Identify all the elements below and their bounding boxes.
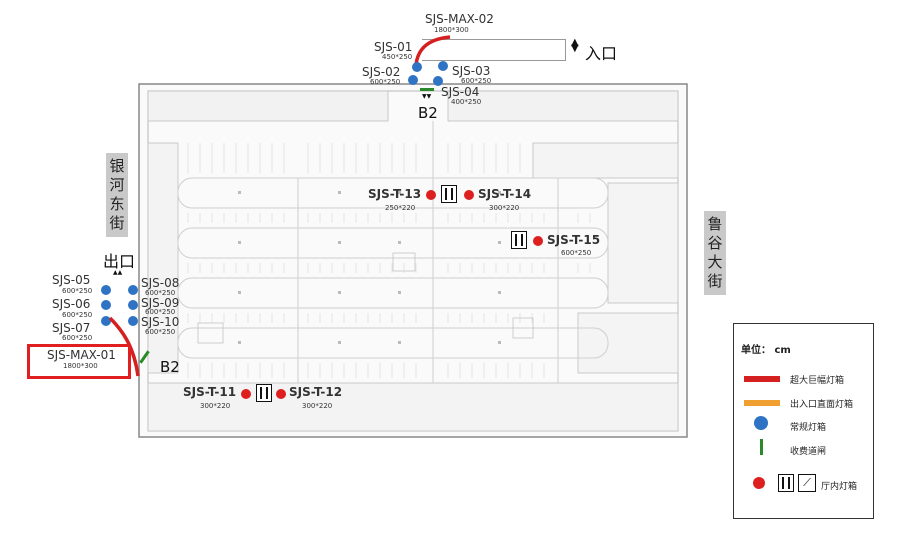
legend-regular-swatch	[754, 416, 768, 430]
legend-item-toll: 收费道闸	[790, 447, 827, 457]
t14-size: 300*220	[489, 204, 520, 212]
s04-name: SJS-04	[441, 85, 480, 99]
legend-item-hall: 厅内灯箱	[821, 482, 858, 492]
s01-size: 450*250	[382, 53, 413, 61]
s09-lightbox-dot[interactable]	[128, 300, 138, 310]
s09-name: SJS-09	[141, 296, 180, 310]
legend-escalator-icon	[778, 474, 794, 492]
entrance-arrows-icon: ▲▼	[571, 37, 579, 54]
legend-item-entrance: 出入口直面灯箱	[790, 400, 854, 410]
legend-toll-swatch	[760, 439, 763, 455]
t11-name: SJS-T-11	[183, 385, 237, 399]
s09-size: 600*250	[145, 308, 176, 316]
s08-size: 600*250	[145, 289, 176, 297]
exit-arrows-icon: ▲▲	[113, 269, 123, 276]
s05-size: 600*250	[62, 287, 93, 295]
s01-name: SJS-01	[374, 40, 413, 54]
max02-size: 1800*300	[434, 26, 469, 34]
s03-size: 600*250	[461, 77, 492, 85]
s02-name: SJS-02	[362, 65, 401, 79]
legend-item-max: 超大巨幅灯箱	[790, 376, 845, 386]
max01-name: SJS-MAX-01	[47, 348, 116, 362]
escalator-icon	[256, 384, 272, 402]
t13-size: 250*220	[385, 204, 416, 212]
s07-name: SJS-07	[52, 321, 91, 335]
max02-name: SJS-MAX-02	[425, 12, 494, 26]
legend-stairs-icon: ⟋	[798, 474, 816, 492]
down-arrows-top-icon: ▼▼	[422, 93, 432, 100]
s03-name: SJS-03	[452, 64, 491, 78]
max01-lightbox-arc	[108, 316, 140, 377]
t15-lightbox-dot[interactable]	[533, 236, 543, 246]
s07-size: 600*250	[62, 334, 93, 342]
entrance-ramp	[422, 39, 566, 61]
s04-lightbox-dot[interactable]	[433, 76, 443, 86]
t14-name: SJS-T-14	[478, 187, 532, 201]
escalator-icon	[441, 185, 457, 203]
legend-hall-dot-swatch	[753, 477, 765, 489]
s10-name: SJS-10	[141, 315, 180, 329]
t13-lightbox-dot[interactable]	[426, 190, 436, 200]
legend-item-regular: 常规灯箱	[790, 423, 827, 433]
s02-size: 600*250	[370, 78, 401, 86]
legend-max-swatch	[744, 376, 780, 382]
t12-lightbox-dot[interactable]	[276, 389, 286, 399]
b2-left-label: B2	[160, 358, 180, 376]
toll-gate-top-icon	[420, 88, 434, 91]
t12-name: SJS-T-12	[289, 385, 343, 399]
max01-highlight-box[interactable]	[27, 344, 131, 379]
t11-lightbox-dot[interactable]	[241, 389, 251, 399]
street-left-yinhe-dongjie: 银河东街	[106, 153, 128, 237]
legend-entrance-swatch	[744, 400, 780, 406]
s08-name: SJS-08	[141, 276, 180, 290]
s04-size: 400*250	[451, 98, 482, 106]
s07-lightbox-dot[interactable]	[101, 316, 111, 326]
legend-unit: 单位： cm	[741, 345, 791, 356]
t13-name: SJS-T-13	[368, 187, 422, 201]
s05-lightbox-dot[interactable]	[101, 285, 111, 295]
parking-floor-plan	[138, 83, 688, 438]
s06-lightbox-dot[interactable]	[101, 300, 111, 310]
escalator-icon	[511, 231, 527, 249]
s06-name: SJS-06	[52, 297, 91, 311]
s06-size: 600*250	[62, 311, 93, 319]
s03-lightbox-dot[interactable]	[438, 61, 448, 71]
street-right-lugu-dajie: 鲁谷大街	[704, 211, 726, 295]
s01-lightbox-dot[interactable]	[412, 62, 422, 72]
s02-lightbox-dot[interactable]	[408, 75, 418, 85]
entrance-label: 入口	[585, 44, 618, 63]
t15-size: 600*250	[561, 249, 592, 257]
b2-top-label: B2	[418, 104, 438, 122]
t14-lightbox-dot[interactable]	[464, 190, 474, 200]
s10-lightbox-dot[interactable]	[128, 316, 138, 326]
s05-name: SJS-05	[52, 273, 91, 287]
max01-size: 1800*300	[63, 362, 98, 370]
max02-lightbox-arc	[414, 35, 451, 66]
s08-lightbox-dot[interactable]	[128, 285, 138, 295]
t11-size: 300*220	[200, 402, 231, 410]
t12-size: 300*220	[302, 402, 333, 410]
t15-name: SJS-T-15	[547, 233, 601, 247]
exit-label: 出口	[103, 252, 136, 271]
legend-panel: 单位： cm 超大巨幅灯箱 出入口直面灯箱 常规灯箱 收费道闸 ⟋ 厅内灯箱	[733, 323, 874, 519]
s10-size: 600*250	[145, 328, 176, 336]
